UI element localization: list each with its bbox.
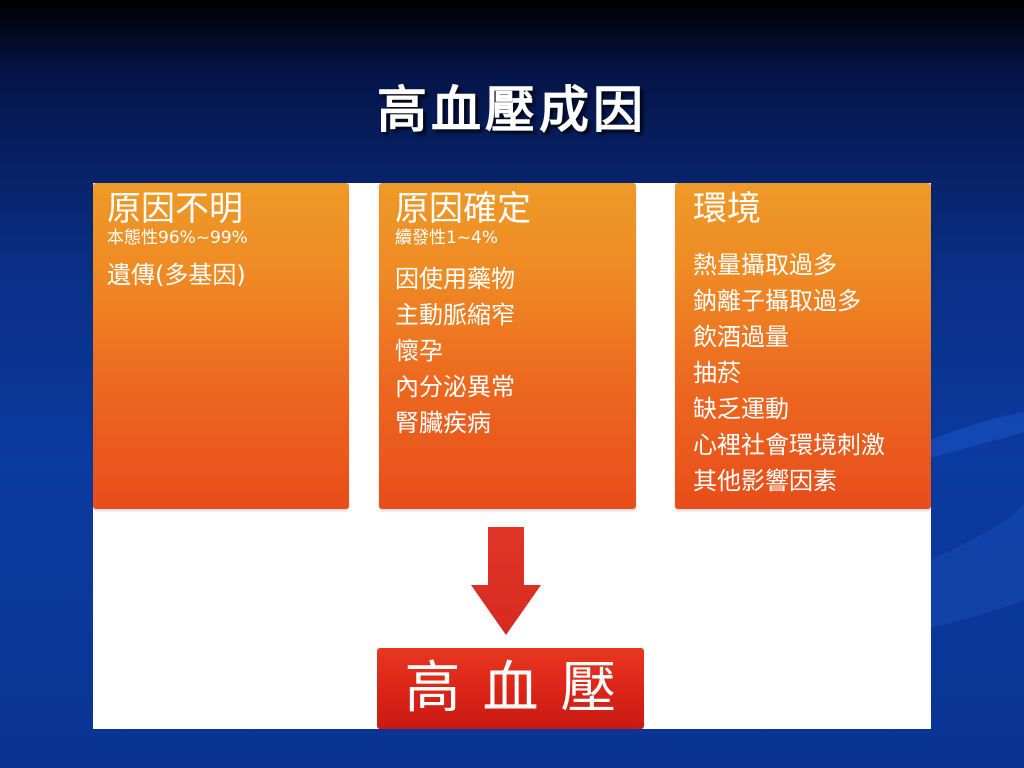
card-subtitle: 本態性96%~99% <box>107 228 248 248</box>
list-item: 其他影響因素 <box>693 467 837 495</box>
card-known-cause: 原因確定 續發性1~4% 因使用藥物 主動脈縮窄 懷孕 內分泌異常 腎臟疾病 <box>379 183 636 509</box>
down-arrow-icon <box>471 527 541 635</box>
card-list: 遺傳(多基因) <box>107 257 349 293</box>
list-item: 因使用藥物 <box>395 265 515 293</box>
list-item: 抽菸 <box>693 359 741 387</box>
diagram-panel: 原因不明 本態性96%~99% 遺傳(多基因) 原因確定 續發性1~4% 因使用… <box>93 183 931 729</box>
list-item: 缺乏運動 <box>693 395 789 423</box>
card-unknown-cause: 原因不明 本態性96%~99% 遺傳(多基因) <box>93 183 349 509</box>
list-item: 遺傳(多基因) <box>107 261 246 289</box>
list-item: 心裡社會環境刺激 <box>693 431 885 459</box>
card-title: 環境 <box>693 189 761 229</box>
list-item: 主動脈縮窄 <box>395 301 515 329</box>
list-item: 內分泌異常 <box>395 373 515 401</box>
card-title: 原因不明 <box>107 189 243 229</box>
card-list: 因使用藥物 主動脈縮窄 懷孕 內分泌異常 腎臟疾病 <box>395 261 636 441</box>
list-item: 熱量攝取過多 <box>693 251 837 279</box>
list-item: 鈉離子攝取過多 <box>693 287 861 315</box>
slide-title: 高血壓成因 <box>377 80 647 139</box>
card-title: 原因確定 <box>395 189 531 229</box>
card-list: 熱量攝取過多 鈉離子攝取過多 飲酒過量 抽菸 缺乏運動 心裡社會環境刺激 其他影… <box>693 247 931 499</box>
list-item: 懷孕 <box>395 337 443 365</box>
card-subtitle: 續發性1~4% <box>395 228 499 248</box>
result-hypertension-box: 高血壓 <box>377 648 644 729</box>
card-environment: 環境 熱量攝取過多 鈉離子攝取過多 飲酒過量 抽菸 缺乏運動 心裡社會環境刺激 … <box>675 183 931 509</box>
list-item: 腎臟疾病 <box>395 409 491 437</box>
list-item: 飲酒過量 <box>693 323 789 351</box>
